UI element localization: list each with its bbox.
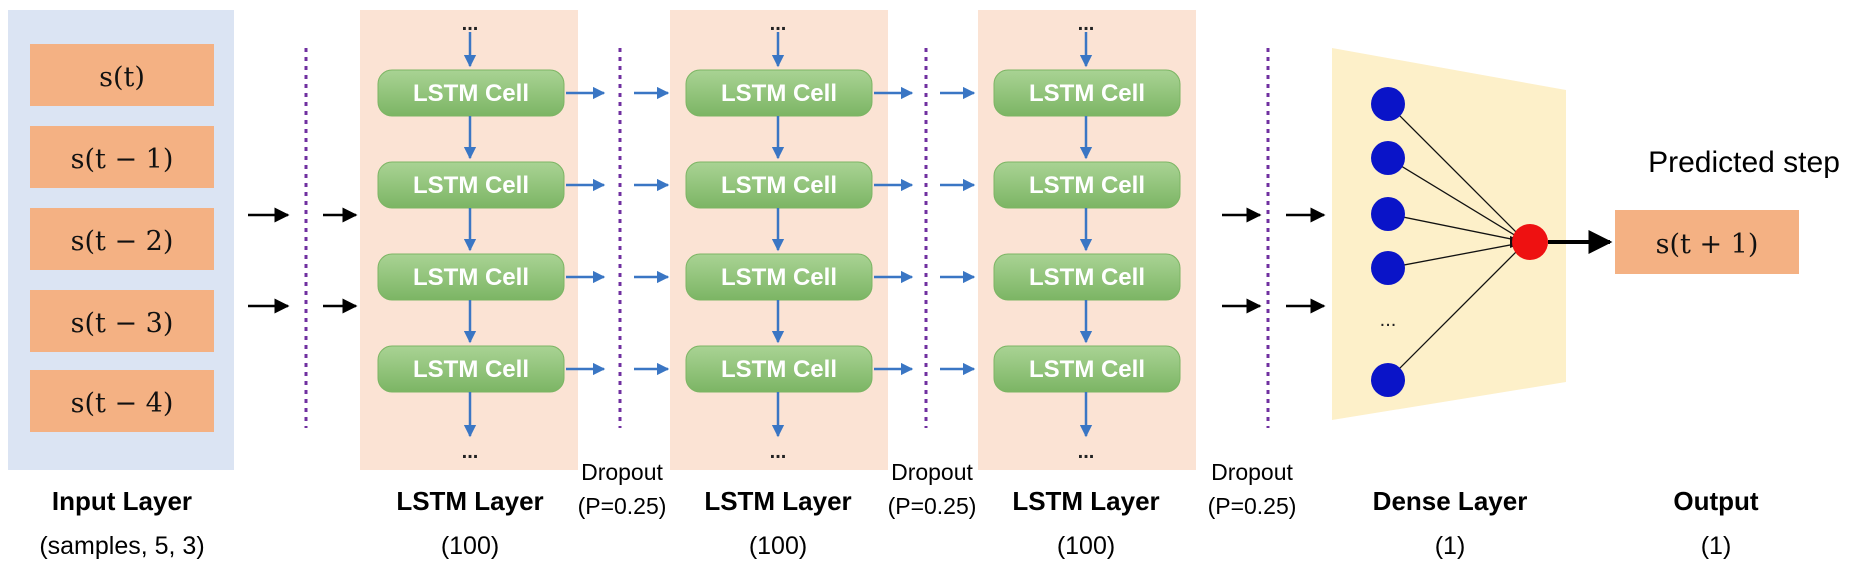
input-label-1: s(t − 1): [71, 144, 174, 175]
lstm-layer-3-ellipsis-top: ...: [1078, 13, 1095, 35]
input-label-0: s(t): [99, 62, 145, 93]
output-units: (1): [1701, 532, 1732, 560]
lstm1-to-dropout1-arrows: [566, 86, 606, 376]
lstm-layer-3: ... LSTM Cell LSTM Cell LSTM Cell LSTM C…: [978, 10, 1196, 560]
lstm-layer-2-ellipsis-bottom: ...: [770, 441, 787, 463]
dropout-2-param: (P=0.25): [888, 493, 977, 519]
lstm-3-cell-0-label: LSTM Cell: [1029, 80, 1145, 107]
output: Predicted step s(t + 1) Output (1): [1615, 146, 1840, 560]
input-label-4: s(t − 4): [71, 388, 174, 419]
dropout-1-label-group: Dropout (P=0.25): [578, 459, 667, 519]
dropout2-to-lstm3-arrows: [940, 86, 976, 376]
dropout1-to-lstm2-arrows: [634, 86, 670, 376]
lstm-layer-2: ... LSTM Cell LSTM Cell LSTM Cell LSTM C…: [670, 10, 888, 560]
lstm-layer-1: ... LSTM Cell LSTM Cell LSTM Cell LSTM C…: [360, 10, 578, 560]
lstm-layer-2-units: (100): [749, 532, 807, 560]
input-box-2: s(t − 2): [30, 208, 214, 270]
input-to-separator-arrows: [248, 207, 290, 314]
lstm-2-cell-3-label: LSTM Cell: [721, 356, 837, 383]
lstm-layer-1-title: LSTM Layer: [396, 486, 543, 516]
input-layer-title: Input Layer: [52, 486, 192, 516]
dropout-1-param: (P=0.25): [578, 493, 667, 519]
input-box-3: s(t − 3): [30, 290, 214, 352]
dropout-2-label: Dropout: [891, 459, 973, 485]
output-box: [1615, 210, 1799, 274]
lstm-layer-3-ellipsis-bottom: ...: [1078, 441, 1095, 463]
dropout-2-label-group: Dropout (P=0.25): [888, 459, 977, 519]
lstm-layer-3-units: (100): [1057, 532, 1115, 560]
input-layer-shape: (samples, 5, 3): [39, 532, 204, 560]
dense-input-node: [1371, 87, 1405, 121]
lstm-layer-1-units: (100): [441, 532, 499, 560]
input-label-2: s(t − 2): [71, 226, 174, 257]
dense-layer: ... Dense Layer (1): [1332, 48, 1566, 560]
dense-layer-panel: [1332, 48, 1566, 420]
dense-layer-units: (1): [1435, 532, 1466, 560]
lstm-layer-3-title: LSTM Layer: [1012, 486, 1159, 516]
input-layer: s(t) s(t − 1) s(t − 2) s(t − 3) s(t − 4)…: [8, 10, 234, 560]
input-label-3: s(t − 3): [71, 308, 174, 339]
lstm-layer-1-ellipsis-top: ...: [462, 13, 479, 35]
lstm-2-cell-2-label: LSTM Cell: [721, 264, 837, 291]
lstm-layer-2-ellipsis-top: ...: [770, 13, 787, 35]
lstm-3-cell-2-label: LSTM Cell: [1029, 264, 1145, 291]
lstm-2-cell-0-label: LSTM Cell: [721, 80, 837, 107]
lstm-layer-1-ellipsis-bottom: ...: [462, 441, 479, 463]
dropout-3-label-group: Dropout (P=0.25): [1208, 459, 1297, 519]
input-box-0: s(t): [30, 44, 214, 106]
lstm-1-cell-2-label: LSTM Cell: [413, 264, 529, 291]
output-value: s(t + 1): [1656, 229, 1759, 260]
lstm-1-cell-3-label: LSTM Cell: [413, 356, 529, 383]
dense-output-node: [1512, 224, 1548, 260]
lstm2-to-dropout2-arrows: [874, 86, 914, 376]
dropout-3-param: (P=0.25): [1208, 493, 1297, 519]
dense-ellipsis: ...: [1380, 309, 1397, 331]
input-box-4: s(t − 4): [30, 370, 214, 432]
dense-layer-title: Dense Layer: [1373, 486, 1528, 516]
dropout-1-label: Dropout: [581, 459, 663, 485]
dense-input-node: [1371, 141, 1405, 175]
output-title: Output: [1673, 486, 1759, 516]
dense-input-node: [1371, 197, 1405, 231]
lstm3-to-dropout3-arrows: [1222, 207, 1262, 314]
input-box-1: s(t − 1): [30, 126, 214, 188]
dropout3-to-dense-arrows: [1286, 207, 1326, 314]
dense-input-node: [1371, 251, 1405, 285]
dense-connections: [1387, 103, 1527, 381]
lstm-1-cell-0-label: LSTM Cell: [413, 80, 529, 107]
dense-input-node: [1371, 363, 1405, 397]
lstm-3-cell-3-label: LSTM Cell: [1029, 356, 1145, 383]
lstm-2-cell-1-label: LSTM Cell: [721, 172, 837, 199]
separator-to-lstm1-arrows: [323, 207, 358, 314]
dropout-3-label: Dropout: [1211, 459, 1293, 485]
lstm-3-cell-1-label: LSTM Cell: [1029, 172, 1145, 199]
output-caption: Predicted step: [1648, 146, 1840, 179]
lstm-1-cell-1-label: LSTM Cell: [413, 172, 529, 199]
lstm-layer-2-title: LSTM Layer: [704, 486, 851, 516]
